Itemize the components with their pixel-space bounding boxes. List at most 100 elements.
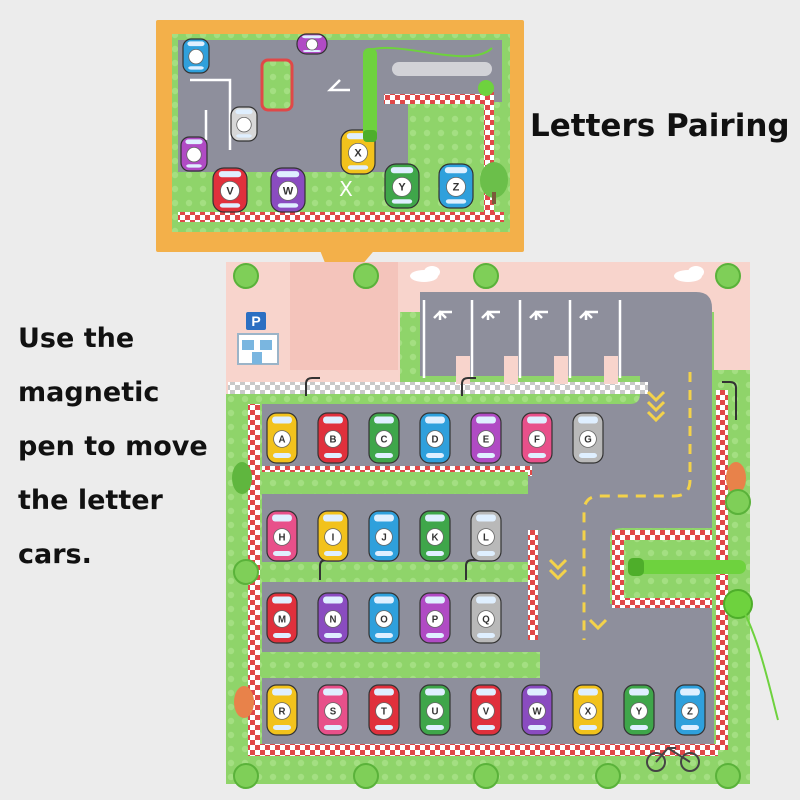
zoom-partial-car[interactable] bbox=[180, 136, 208, 172]
car-windshield bbox=[578, 688, 598, 696]
car-rear-window bbox=[681, 725, 699, 730]
letter-car[interactable]: F bbox=[521, 412, 553, 464]
car-letter-badge bbox=[477, 528, 495, 546]
car-rear-window bbox=[477, 551, 495, 556]
description-line: pen to move bbox=[18, 431, 208, 462]
zoom-curb bbox=[178, 212, 504, 222]
car-letter-badge bbox=[375, 430, 393, 448]
letter-car[interactable]: S bbox=[317, 684, 349, 736]
letter-car[interactable]: M bbox=[266, 592, 298, 644]
letter-car[interactable]: N bbox=[317, 592, 349, 644]
curb-island-top bbox=[612, 530, 712, 540]
zoom-letter-car[interactable]: V bbox=[212, 167, 248, 213]
zoom-partial-car[interactable] bbox=[296, 33, 328, 55]
letter-car[interactable]: G bbox=[572, 412, 604, 464]
garage-stalls bbox=[422, 300, 622, 378]
letter-car[interactable]: W bbox=[521, 684, 553, 736]
zoom-island bbox=[260, 58, 294, 112]
letter-car[interactable]: R bbox=[266, 684, 298, 736]
letter-car[interactable]: P bbox=[419, 592, 451, 644]
letter-car[interactable]: V bbox=[470, 684, 502, 736]
letter-car[interactable]: I bbox=[317, 510, 349, 562]
car-letter: Q bbox=[482, 614, 490, 625]
car-windshield bbox=[272, 596, 292, 604]
letter-car[interactable]: K bbox=[419, 510, 451, 562]
car-letter: Y bbox=[636, 706, 643, 717]
car-windshield bbox=[476, 688, 496, 696]
garage-dividers bbox=[456, 356, 470, 384]
car-letter-badge bbox=[528, 702, 546, 720]
zoom-letter-car[interactable]: Z bbox=[438, 163, 474, 209]
car-letter: N bbox=[330, 614, 337, 625]
letter-car[interactable]: B bbox=[317, 412, 349, 464]
car-rear-window bbox=[219, 203, 241, 208]
car-letter-badge bbox=[446, 176, 466, 197]
letter-car[interactable]: A bbox=[266, 412, 298, 464]
car-rear-window bbox=[273, 725, 291, 730]
car-letter: Z bbox=[687, 706, 693, 717]
car-windshield bbox=[476, 514, 496, 522]
car-rear-window bbox=[426, 633, 444, 638]
car-rear-window bbox=[528, 725, 546, 730]
car-letter-badge bbox=[426, 702, 444, 720]
car-windshield bbox=[425, 688, 445, 696]
car-rear-window bbox=[375, 633, 393, 638]
car-letter: D bbox=[432, 434, 439, 445]
peg-knobs bbox=[233, 263, 751, 789]
zoom-letter-car[interactable]: W bbox=[270, 167, 306, 213]
zoom-curb-right bbox=[484, 92, 494, 216]
car-windshield bbox=[425, 514, 445, 522]
car-letter: V bbox=[226, 186, 234, 198]
car-windshield bbox=[323, 514, 343, 522]
car-windshield bbox=[476, 596, 496, 604]
car-windshield bbox=[272, 688, 292, 696]
car-letter-badge bbox=[273, 702, 291, 720]
letter-car[interactable]: Y bbox=[623, 684, 655, 736]
car-rear-window bbox=[477, 453, 495, 458]
car-letter: F bbox=[534, 434, 540, 445]
car-letter: L bbox=[483, 532, 489, 543]
car-rear-window bbox=[579, 453, 597, 458]
car-windshield bbox=[272, 514, 292, 522]
pen-body[interactable] bbox=[628, 560, 746, 574]
description-line: magnetic bbox=[18, 377, 160, 408]
letter-car[interactable]: D bbox=[419, 412, 451, 464]
zoom-pen-string bbox=[369, 46, 493, 58]
letter-car[interactable]: C bbox=[368, 412, 400, 464]
car-rear-window bbox=[324, 725, 342, 730]
zoom-partial-car[interactable] bbox=[230, 106, 258, 142]
car-rear-window bbox=[528, 453, 546, 458]
letter-car[interactable]: E bbox=[470, 412, 502, 464]
letter-car[interactable]: L bbox=[470, 510, 502, 562]
letter-car[interactable]: H bbox=[266, 510, 298, 562]
curb-top bbox=[228, 382, 648, 394]
letter-car[interactable]: O bbox=[368, 592, 400, 644]
grass-row3 bbox=[262, 652, 540, 678]
car-rear-window bbox=[375, 725, 393, 730]
car-letter-badge bbox=[273, 528, 291, 546]
car-letter: U bbox=[432, 706, 439, 717]
zoom-letter-car[interactable]: Y bbox=[384, 163, 420, 209]
letter-car[interactable]: U bbox=[419, 684, 451, 736]
car-rear-window bbox=[347, 165, 369, 170]
car-letter-badge bbox=[236, 117, 252, 133]
curb-row1 bbox=[262, 466, 532, 476]
letter-car[interactable]: Z bbox=[674, 684, 706, 736]
car-windshield bbox=[187, 41, 205, 47]
zoom-partial-car[interactable] bbox=[182, 38, 210, 74]
magnetic-pen[interactable] bbox=[628, 558, 779, 721]
letter-car[interactable]: J bbox=[368, 510, 400, 562]
car-letter: K bbox=[432, 532, 439, 543]
car-rear-window bbox=[273, 633, 291, 638]
letter-car[interactable]: X bbox=[572, 684, 604, 736]
car-letter-badge bbox=[278, 180, 298, 201]
car-windshield bbox=[185, 139, 203, 145]
bicycle bbox=[646, 746, 700, 772]
car-rear-window bbox=[277, 203, 299, 208]
letter-car[interactable]: Q bbox=[470, 592, 502, 644]
car-letter-badge bbox=[579, 702, 597, 720]
letter-car[interactable]: T bbox=[368, 684, 400, 736]
car-windshield bbox=[374, 416, 394, 424]
car-letter-badge bbox=[477, 702, 495, 720]
